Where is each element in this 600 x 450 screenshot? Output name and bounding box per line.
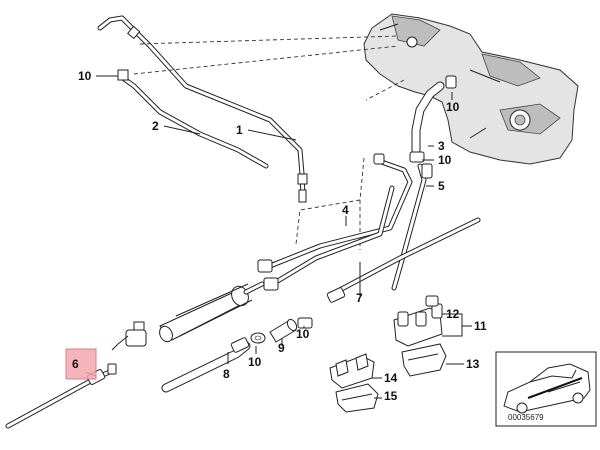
fuel-line-2: [117, 69, 269, 169]
holder-13: [401, 343, 447, 377]
callout-5: 5: [438, 179, 445, 193]
clamp-10-right-middle: [409, 151, 425, 163]
callout-12: 12: [446, 307, 460, 321]
part-6-highlight: [65, 348, 97, 380]
callout-15: 15: [384, 389, 398, 403]
callout-10-lower-left: 10: [248, 355, 262, 369]
fuel-hose-8: [161, 337, 251, 393]
callout-4: 4: [342, 203, 349, 217]
holder-11: [393, 295, 443, 347]
clamp-10-lower-left: [250, 332, 266, 344]
fuel-tank: [363, 13, 579, 165]
callout-10-tank: 10: [446, 100, 460, 114]
fuel-line-7: [326, 217, 481, 303]
fuel-line-4: [257, 153, 413, 291]
fuel-line-6: [5, 363, 117, 429]
callout-labels: 10 2 1 10 3 10 5 4 7 6 8 10 9 10 12 11 1…: [72, 69, 487, 403]
clamp-10-lower-right: [297, 317, 313, 329]
clamp-10-right-upper: [445, 75, 457, 89]
fuel-line-5: [391, 163, 433, 291]
callout-10-right: 10: [438, 153, 452, 167]
hose-3: [411, 81, 445, 155]
callout-13: 13: [466, 357, 480, 371]
callout-10-top-left: 10: [78, 69, 92, 83]
dashed-bracket-4: [295, 157, 365, 250]
holder-15: [335, 383, 379, 413]
callout-8: 8: [223, 367, 230, 381]
diagram-id: 00035679: [508, 413, 544, 422]
dashed-reference-lines: [133, 35, 405, 101]
callout-11: 11: [474, 319, 487, 333]
callout-10-lower-right: 10: [296, 327, 310, 341]
callout-6: 6: [72, 357, 79, 371]
callout-1: 1: [236, 123, 243, 137]
vehicle-location-inset: 00035679: [495, 351, 597, 427]
callout-7: 7: [356, 291, 363, 305]
callout-9: 9: [278, 341, 285, 355]
fuel-line-1: [97, 15, 308, 203]
clip-12: [425, 295, 439, 307]
fuel-filter: [111, 281, 265, 351]
callout-3: 3: [438, 139, 445, 153]
callout-2: 2: [152, 119, 159, 133]
fuel-sleeve-9: [269, 318, 298, 343]
hose-clamp-10-top-left: [117, 69, 129, 81]
callout-14: 14: [384, 371, 398, 385]
holder-14: [329, 353, 375, 389]
